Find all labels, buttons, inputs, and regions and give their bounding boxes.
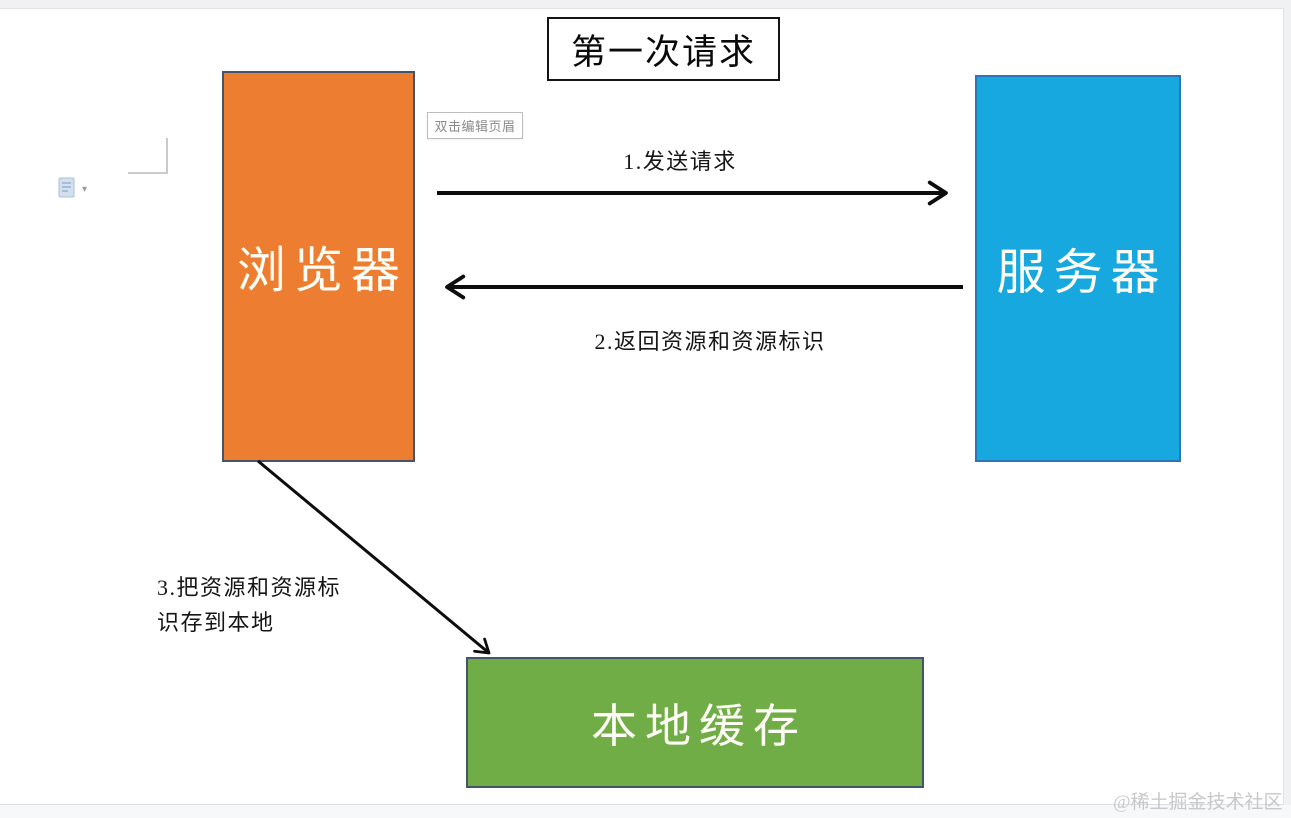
title-box-shape[interactable]: 第一次请求	[547, 17, 780, 81]
server-node-label: 服务器	[996, 245, 1168, 300]
store-local-label-line1: 3.把资源和资源标	[157, 575, 342, 600]
edit-header-tooltip[interactable]: 双击编辑页眉	[427, 112, 523, 139]
bottom-edge-strip	[0, 804, 1291, 818]
store-local-label: 3.把资源和资源标 识存到本地	[157, 570, 377, 640]
send-request-label: 1.发送请求	[623, 149, 737, 174]
scrollbar-track[interactable]	[1283, 8, 1291, 805]
page-margin-corner-mark	[128, 138, 168, 174]
diagram-title: 第一次请求	[570, 32, 756, 72]
browser-node[interactable]: 浏览器	[222, 71, 415, 462]
paste-options-button[interactable]: ▾	[58, 176, 102, 204]
server-node[interactable]: 服务器	[975, 75, 1181, 462]
local-cache-node[interactable]: 本地缓存	[466, 657, 924, 788]
local-cache-node-label: 本地缓存	[591, 700, 807, 752]
top-edge-strip	[0, 0, 1291, 9]
watermark: @稀土掘金技术社区	[1113, 792, 1283, 813]
chevron-down-icon: ▾	[82, 184, 88, 195]
return-resource-label: 2.返回资源和资源标识	[594, 329, 826, 354]
store-local-label-line2: 识存到本地	[157, 610, 275, 635]
edit-header-tooltip-label: 双击编辑页眉	[434, 119, 516, 134]
paste-options-icon	[58, 177, 76, 203]
browser-node-label: 浏览器	[236, 243, 408, 298]
